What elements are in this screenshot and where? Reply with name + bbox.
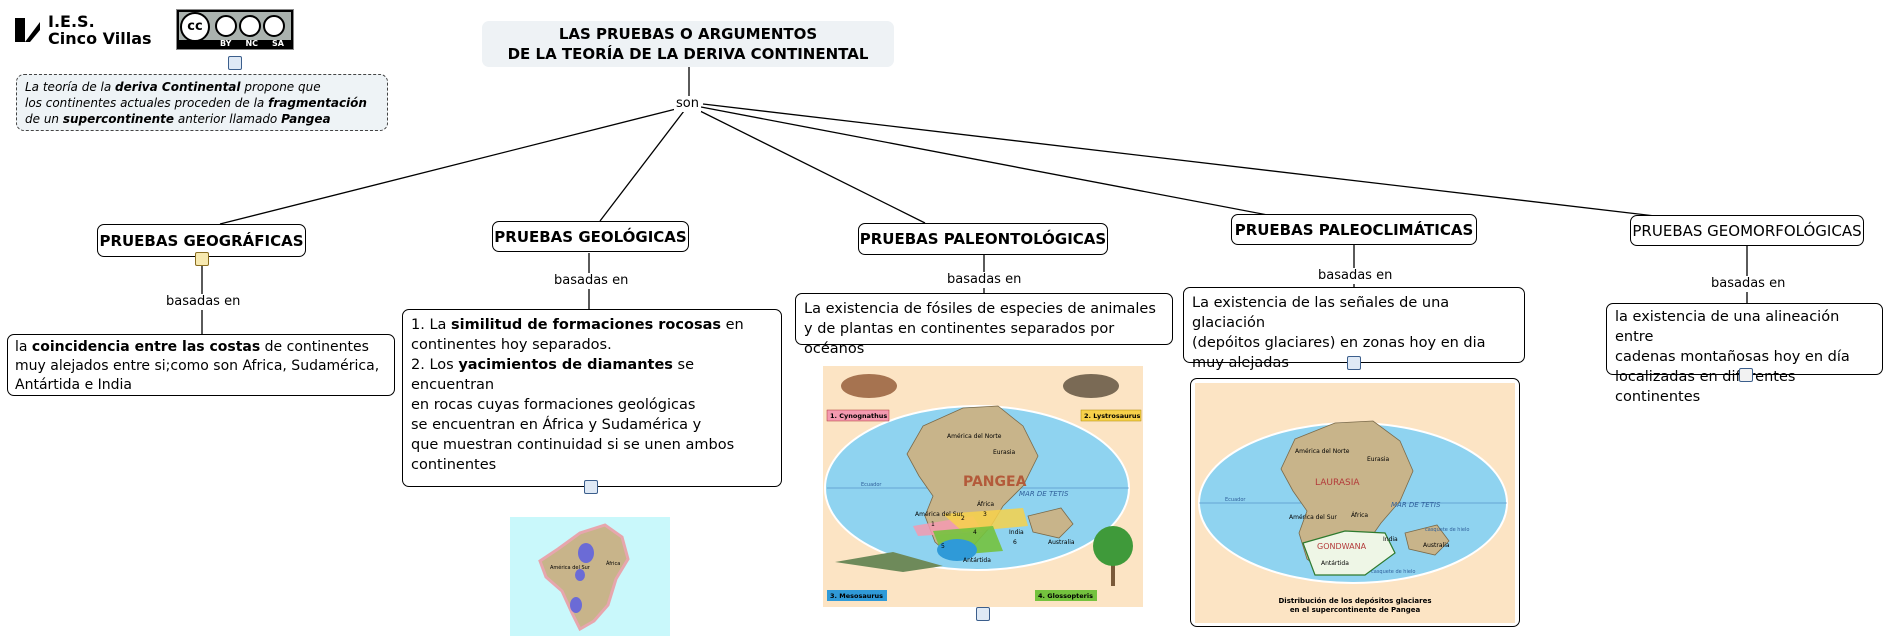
fossil-map-drawing: América del Norte Eurasia África América… [824, 374, 1142, 601]
link-basadas-en-morfo: basadas en [1709, 276, 1788, 292]
detail-paleontologicas: La existencia de fósiles de especies de … [795, 293, 1173, 357]
link-basadas-en-geo: basadas en [164, 294, 243, 310]
label-equator: Ecuador [1225, 497, 1246, 503]
link-basadas-en-geol: basadas en [552, 273, 631, 289]
svg-text:2: 2 [961, 515, 965, 522]
label-eurasia: Eurasia [993, 449, 1016, 456]
branch-geomorfologicas[interactable]: PRUEBAS GEOMORFOLÓGICAS [1630, 215, 1864, 246]
intro-note: La teoría de la deriva Continental propo… [16, 74, 388, 131]
detail-paleoclimaticas: La existencia de las señales de una glac… [1183, 287, 1525, 371]
label-eurasia: Eurasia [1367, 456, 1390, 463]
legend-glosso: 4. Glossopteris [1038, 592, 1093, 600]
label-antartida: Antártida [1321, 560, 1349, 567]
intro-text: La teoría de la deriva Continental propo… [25, 80, 367, 126]
link-son: son [674, 96, 701, 112]
label-north-america: América del Norte [1295, 448, 1350, 455]
label-south-america: América del Sur [915, 511, 963, 518]
label-south-america: América del Sur [1289, 514, 1337, 521]
glacial-deposits-map-box: América del Norte Eurasia LAURASIA MAR D… [1190, 378, 1520, 627]
nc-icon [239, 15, 261, 37]
glacial-map-drawing: América del Norte Eurasia LAURASIA MAR D… [1195, 383, 1515, 623]
detail-geograficas: la coincidencia entre las costas de cont… [7, 334, 395, 396]
svg-text:1: 1 [931, 521, 935, 528]
resource-icon[interactable] [976, 607, 990, 621]
svg-text:3: 3 [983, 511, 987, 518]
legend-cyno: 1. Cynognathus [830, 412, 887, 420]
school-logo-icon [15, 18, 40, 42]
logo-line1: I.E.S. [48, 12, 95, 31]
branch-geograficas[interactable]: PRUEBAS GEOGRÁFICAS [97, 224, 306, 257]
label-north-america: América del Norte [947, 433, 1002, 440]
label-equator: Ecuador [861, 482, 882, 488]
lystrosaurus-icon [1063, 374, 1119, 398]
link-basadas-en-clima: basadas en [1316, 268, 1395, 284]
map-caption-2: en el supercontinente de Pangea [1290, 606, 1421, 614]
africa-sa-map-drawing: África América del Sur [538, 523, 630, 632]
mesosaurus-icon [835, 552, 943, 572]
logo-line2: Cinco Villas [48, 29, 152, 48]
image-link-icon[interactable] [1347, 356, 1361, 370]
label-africa: África [977, 501, 994, 508]
note-ice-cap-1: casquete de hielo [1425, 527, 1469, 533]
image-link-icon[interactable] [584, 480, 598, 494]
fossil-pangea-map-image: América del Norte Eurasia África América… [823, 366, 1143, 607]
note-ice-cap-2: casquete de hielo [1371, 569, 1415, 575]
label-antartida: Antártida [963, 557, 991, 564]
legend-meso: 3. Mesosaurus [830, 592, 883, 600]
label-india: India [1383, 536, 1398, 543]
resource-icon[interactable] [195, 252, 209, 266]
cc-icon: cc [180, 12, 210, 42]
label-pangea: PANGEA [963, 474, 1027, 490]
legend-lystro: 2. Lystrosaurus [1084, 412, 1141, 420]
label-laurasia: LAURASIA [1315, 478, 1360, 488]
resource-icon[interactable] [1739, 368, 1753, 382]
map-caption-1: Distribución de los depósitos glaciares [1278, 597, 1431, 605]
cynognathus-icon [841, 374, 897, 398]
africa-sa-map-image: África América del Sur [510, 517, 670, 636]
glossopteris-icon [1093, 526, 1133, 566]
cc-license-badge[interactable]: cc BY NC SA [176, 9, 294, 50]
resource-icon[interactable] [228, 56, 242, 70]
svg-text:6: 6 [1013, 539, 1017, 546]
label-gondwana: GONDWANA [1317, 542, 1367, 551]
branch-paleoclimaticas[interactable]: PRUEBAS PALEOCLIMÁTICAS [1231, 214, 1477, 245]
school-logo: I.E.S. Cinco Villas [14, 14, 164, 48]
main-title: LAS PRUEBAS O ARGUMENTOS DE LA TEORÍA DE… [482, 21, 894, 67]
label-tethys: MAR DE TETIS [1019, 490, 1069, 498]
label-africa: África [606, 560, 620, 567]
branch-geologicas[interactable]: PRUEBAS GEOLÓGICAS [492, 221, 689, 252]
branch-paleontologicas[interactable]: PRUEBAS PALEONTOLÓGICAS [858, 223, 1108, 255]
label-south-america: América del Sur [550, 564, 591, 571]
link-basadas-en-paleo: basadas en [945, 272, 1024, 288]
label-australia: Australia [1048, 539, 1075, 546]
svg-text:5: 5 [941, 543, 945, 550]
label-tethys: MAR DE TETIS [1391, 501, 1441, 509]
label-africa: África [1351, 512, 1368, 519]
sa-icon [263, 15, 285, 37]
svg-text:4: 4 [973, 529, 977, 536]
label-australia: Australia [1423, 542, 1450, 549]
detail-geologicas: 1. La similitud de formaciones rocosas e… [402, 309, 782, 487]
label-india: India [1009, 529, 1024, 536]
by-icon [215, 15, 237, 37]
